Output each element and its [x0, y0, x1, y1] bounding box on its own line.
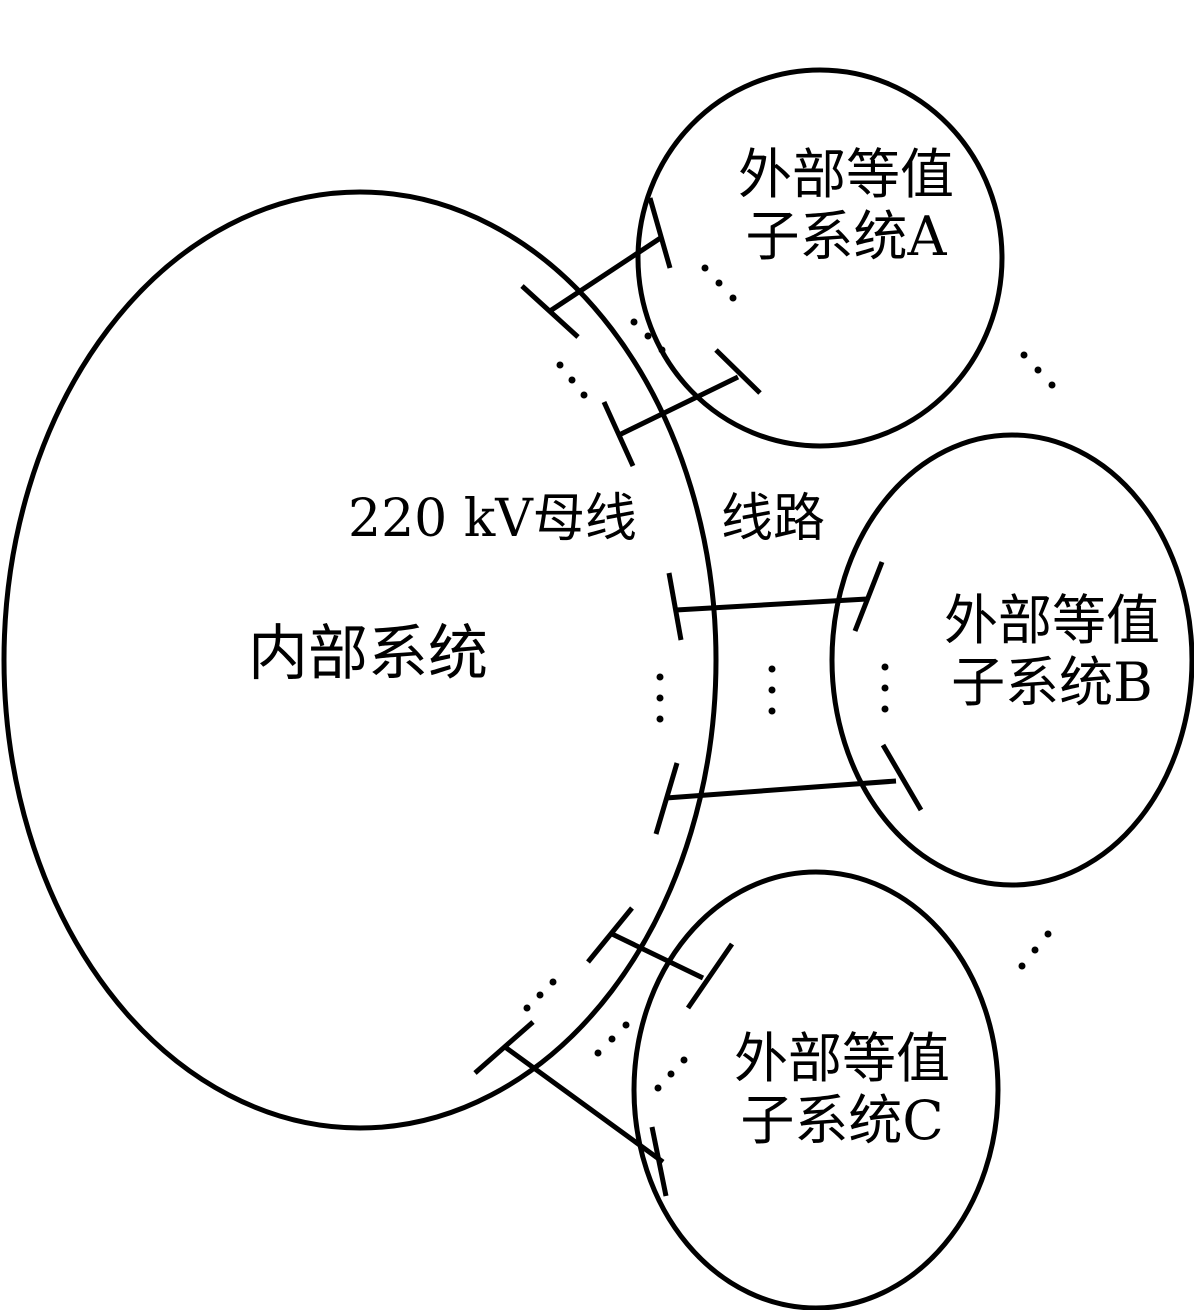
- bus-ext-b2: [880, 743, 924, 812]
- dot: [729, 294, 737, 302]
- subsystem-b-label: 外部等值 子系统B: [922, 594, 1182, 718]
- dot: [580, 391, 588, 399]
- internal-system-label: 内部系统: [248, 619, 488, 689]
- bus-ext-c1: [685, 942, 735, 1010]
- bus-b1: [666, 572, 684, 641]
- bus-ext-a2: [714, 348, 762, 395]
- subsystem-b-label-line2: 子系统B: [951, 651, 1153, 714]
- dot: [656, 715, 664, 723]
- dot: [608, 1035, 616, 1043]
- subsystem-b-label-line1: 外部等值: [944, 589, 1160, 652]
- dot: [622, 1021, 630, 1029]
- line-b1: [675, 596, 868, 613]
- dot: [680, 1056, 688, 1064]
- line-c2: [503, 1044, 665, 1165]
- dot: [715, 279, 723, 287]
- dot: [768, 686, 776, 694]
- subsystem-c-label: 外部等值 子系统C: [712, 1032, 972, 1156]
- bus-ext-b1: [852, 561, 885, 632]
- dot: [658, 346, 666, 354]
- dot: [701, 264, 709, 272]
- bus-ext-a1: [647, 197, 673, 269]
- subsystem-b-connections: [653, 561, 924, 835]
- bus-220kv-label: 220 kV母线: [348, 489, 637, 549]
- subsystem-a-label-line1: 外部等值: [738, 143, 954, 206]
- subsystem-b-ellipse: [829, 432, 1194, 888]
- dot: [881, 705, 889, 713]
- dot: [667, 1070, 675, 1078]
- dot: [644, 332, 652, 340]
- internal-system-ellipse: [1, 189, 719, 1131]
- dot: [549, 978, 557, 986]
- dot: [656, 694, 664, 702]
- line-label: 线路: [721, 489, 826, 549]
- bus-c2: [473, 1020, 535, 1075]
- dot: [654, 1084, 662, 1092]
- dot: [594, 1049, 602, 1057]
- dot: [536, 991, 544, 999]
- line-c1: [608, 930, 705, 981]
- subsystem-a-ellipse: [635, 67, 1005, 449]
- dot: [1044, 930, 1052, 938]
- dot: [630, 318, 638, 326]
- bus-ext-c2: [649, 1126, 669, 1197]
- subsystem-c-connections: [473, 906, 1052, 1197]
- dot: [1031, 946, 1039, 954]
- subsystem-c-ellipse: [631, 869, 1001, 1310]
- bus-a2: [601, 400, 636, 468]
- subsystem-c-label-line2: 子系统C: [740, 1089, 944, 1152]
- subsystem-c-label-line1: 外部等值: [734, 1027, 950, 1090]
- dot: [556, 361, 564, 369]
- dot: [523, 1004, 531, 1012]
- subsystem-a-connections: [520, 197, 1056, 468]
- dot: [1020, 351, 1028, 359]
- dot: [768, 707, 776, 715]
- subsystem-a-label: 外部等值 子系统A: [716, 148, 976, 272]
- line-a1: [548, 234, 664, 314]
- dot: [568, 376, 576, 384]
- dot: [656, 673, 664, 681]
- bus-a1: [520, 284, 580, 339]
- dot: [1034, 366, 1042, 374]
- line-b2: [665, 778, 897, 801]
- dot: [881, 663, 889, 671]
- dot: [881, 684, 889, 692]
- subsystem-a-label-line2: 子系统A: [745, 205, 947, 268]
- dot: [1018, 962, 1026, 970]
- dot: [768, 665, 776, 673]
- dot: [1048, 381, 1056, 389]
- line-a2: [617, 374, 740, 438]
